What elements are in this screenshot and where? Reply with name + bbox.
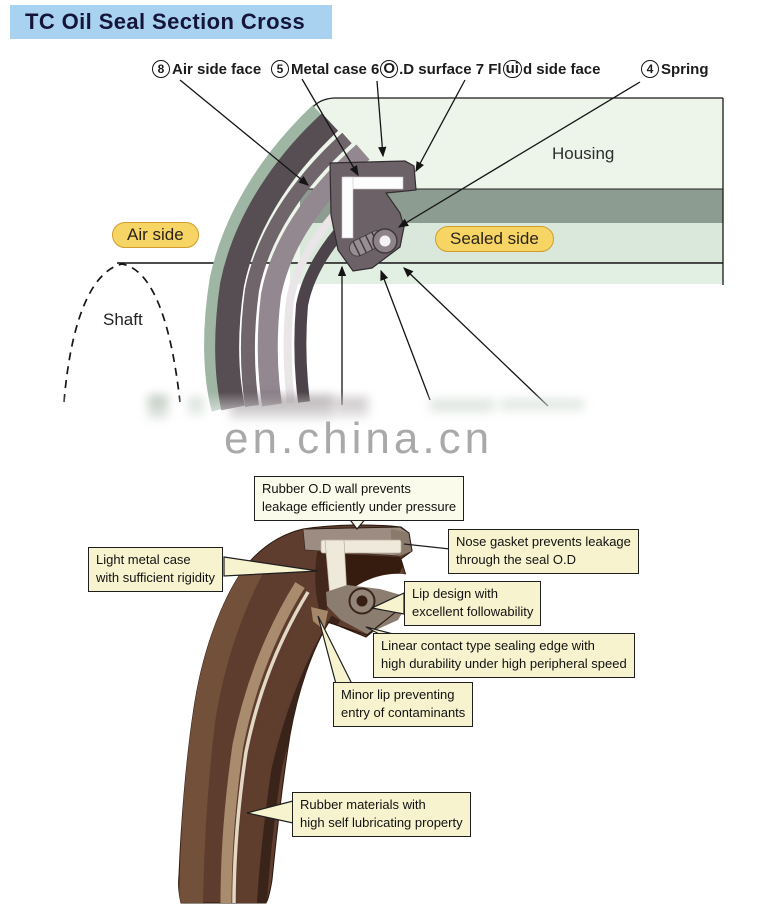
metal-case-channel: [344, 176, 404, 190]
label-metal-case-od-fluid: 5 Metal case 6 O .D surface 7 Fl ui d si…: [271, 60, 601, 78]
callout-pointers: [223, 516, 451, 824]
callout-lip-design: Lip design with excellent followability: [404, 581, 542, 626]
circled-letters-ui: ui: [502, 60, 522, 78]
callout-light-metal-case: Light metal case with sufficient rigidit…: [88, 547, 223, 592]
callout-nose-gasket: Nose gasket prevents leakage through the…: [448, 529, 639, 574]
top-section-view: [30, 78, 740, 482]
title-bar: TC Oil Seal Section Cross: [10, 5, 332, 39]
circled-letter-o: O: [380, 60, 399, 78]
page-title: TC Oil Seal Section Cross: [25, 9, 306, 34]
air-side-badge: Air side: [112, 222, 199, 248]
circled-number-4: 4: [641, 60, 659, 78]
spring-coil: [348, 228, 398, 257]
top-leader-lines: [179, 78, 641, 407]
sealed-side-badge: Sealed side: [435, 226, 554, 252]
callout-minor-lip: Minor lip preventing entry of contaminan…: [333, 682, 474, 727]
shaft-dashed-outline: [63, 263, 181, 403]
label-air-side-face: 8 Air side face: [152, 60, 261, 78]
circled-number-8: 8: [152, 60, 170, 78]
watermark: en.china.cn: [224, 414, 494, 463]
shaft-label: Shaft: [103, 310, 143, 329]
circled-number-5: 5: [271, 60, 289, 78]
label-spring: 4 Spring: [641, 60, 709, 78]
bottom-section-view: [178, 516, 451, 904]
callout-linear-contact: Linear contact type sealing edge with hi…: [373, 633, 635, 678]
seal-cross-section: [329, 160, 417, 272]
housing-label: Housing: [552, 144, 615, 163]
callout-rubber-od-wall: Rubber O.D wall prevents leakage efficie…: [254, 476, 465, 521]
callout-rubber-materials: Rubber materials with high self lubricat…: [292, 792, 471, 837]
